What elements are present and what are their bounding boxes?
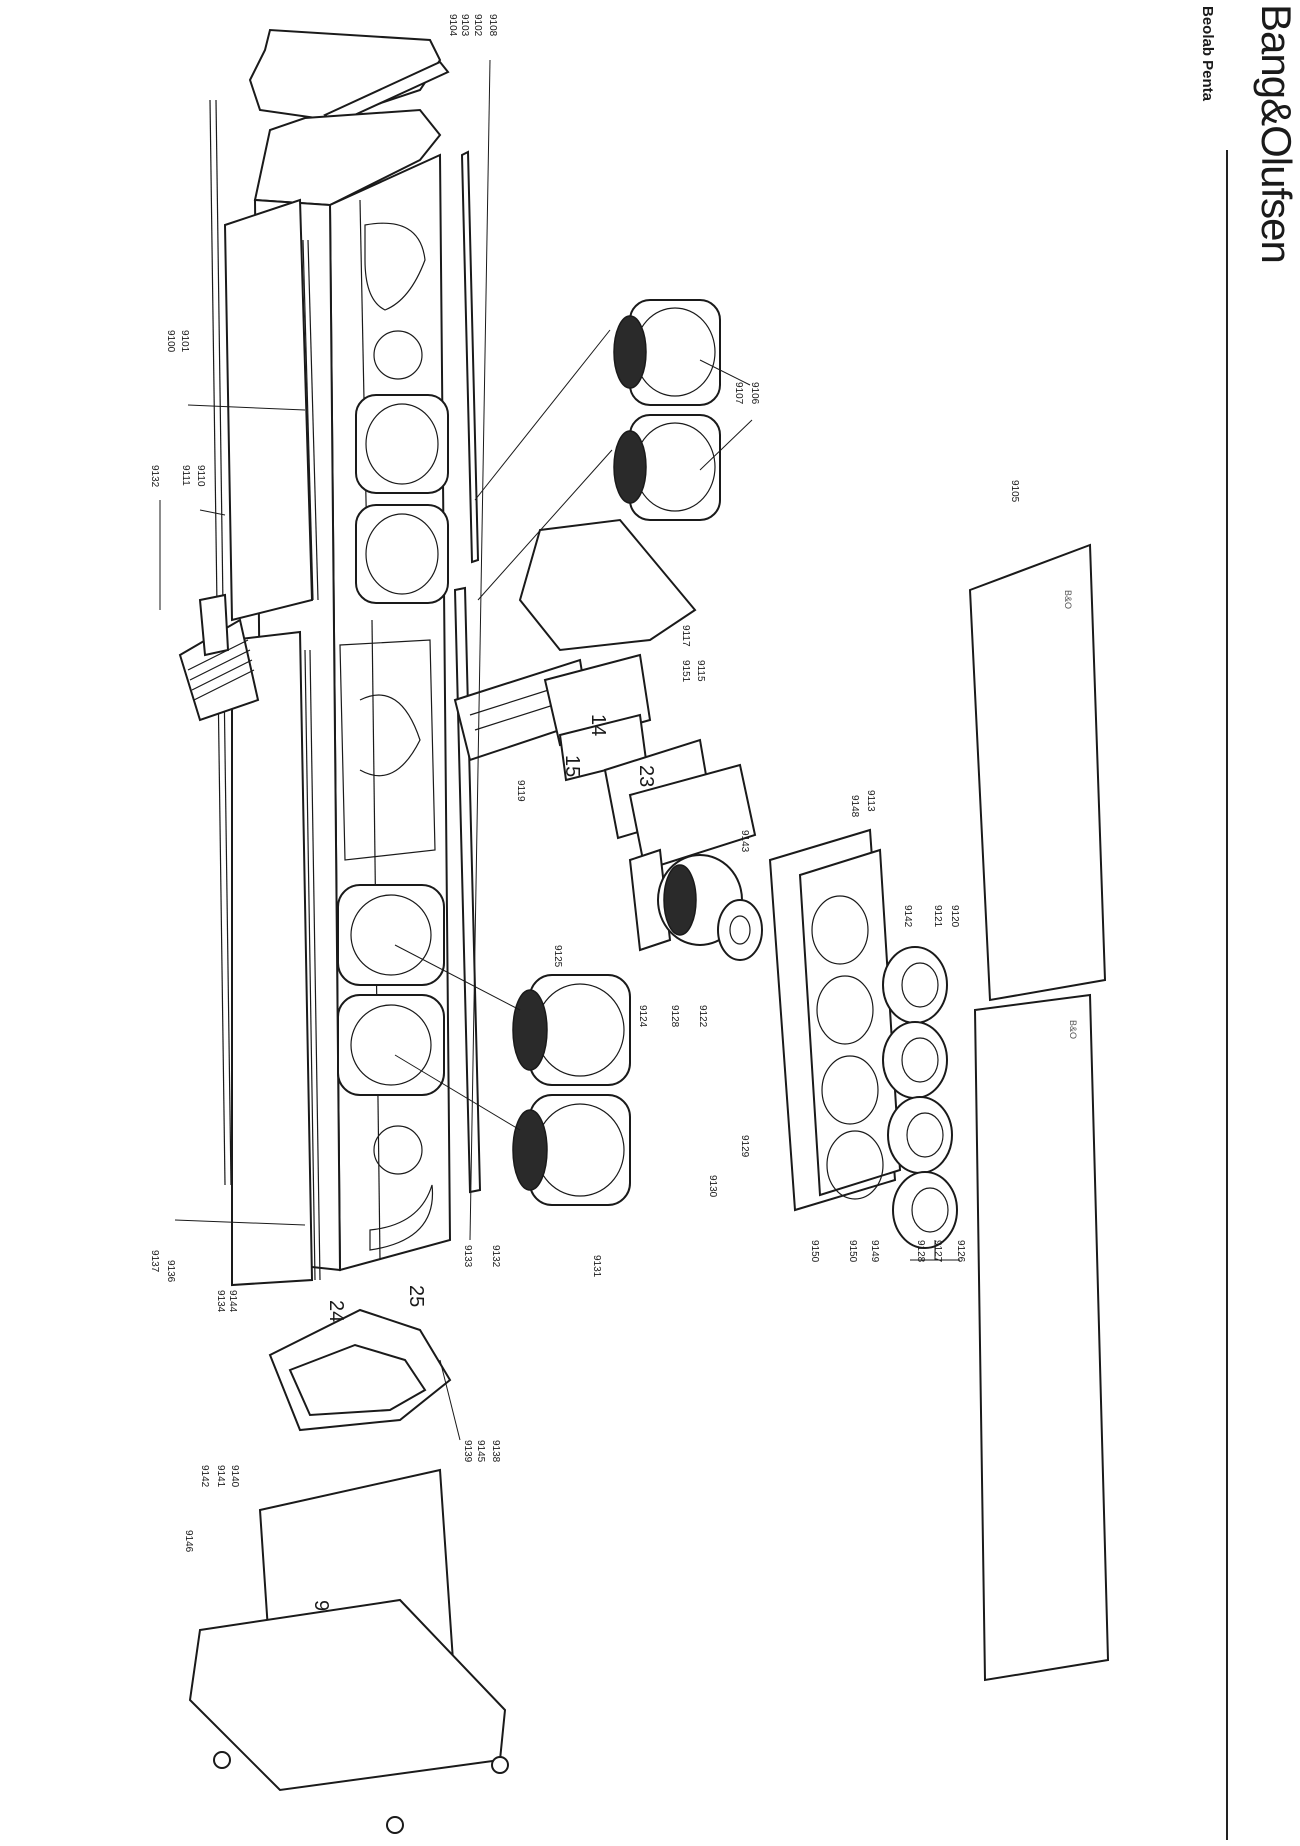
pn-label: 9110: [195, 465, 206, 487]
pn-label: 9138: [490, 1440, 501, 1463]
pn-label: 9143: [739, 830, 750, 853]
pn-label: 9139: [462, 1440, 473, 1463]
pn-label: 9134: [215, 1290, 226, 1313]
pn-label: 9111: [180, 465, 191, 486]
pn-label: 9107: [733, 382, 744, 405]
pn-label: 9106: [749, 382, 760, 405]
tweeters: [882, 946, 958, 1249]
pn-label: 9128: [915, 1240, 926, 1263]
pn-label: 9104: [447, 14, 458, 37]
svg-text:B&O: B&O: [1063, 590, 1073, 609]
midrange-unit: [628, 848, 763, 961]
top-cap: [248, 28, 450, 207]
sub-23: 14: [587, 714, 609, 736]
pcb-assembly: 14 15 23: [453, 653, 757, 872]
pn-label: 9132: [149, 465, 160, 488]
sub-14: 24: [325, 1300, 347, 1322]
side-panels: [209, 99, 482, 1287]
pn-label: 9124: [637, 1005, 648, 1028]
pn-label: 9102: [472, 14, 483, 37]
pn-label: 9103: [459, 14, 470, 37]
pn-label: 9113: [865, 790, 876, 812]
part-number-callouts: 9108 9102 9103 9104 9100 9101 9110 9111 …: [149, 14, 1020, 1553]
pn-label: 9150: [847, 1240, 858, 1263]
grilles: B&O B&O: [968, 543, 1110, 1682]
pn-label: 9132: [490, 1245, 501, 1268]
pn-label: 9129: [739, 1135, 750, 1158]
header-rule: [1226, 150, 1228, 1840]
pn-label: 9122: [697, 1005, 708, 1028]
pn-label: 9151: [680, 660, 691, 683]
pn-label: 9105: [1009, 480, 1020, 503]
pn-label: 9127: [932, 1240, 943, 1263]
pn-label: 9142: [199, 1465, 210, 1488]
tweeter-frame: [768, 828, 902, 1212]
pentagon-plate: [518, 518, 697, 652]
leader-lines: [159, 59, 960, 1441]
amplifier-heatsink: [178, 593, 260, 722]
pn-label: 9142: [902, 905, 913, 928]
pn-label: 9137: [149, 1250, 160, 1273]
pn-label: 9136: [165, 1260, 176, 1283]
pn-label: 9148: [849, 795, 860, 818]
pn-label: 9126: [955, 1240, 966, 1263]
upper-drivers: [474, 299, 721, 601]
pn-label: 9141: [215, 1465, 226, 1488]
pn-label: 9117: [680, 625, 691, 647]
pn-label: 9144: [227, 1290, 238, 1313]
pn-label: 9149: [869, 1240, 880, 1263]
pn-label: 9131: [591, 1255, 602, 1278]
pn-label: 9125: [552, 945, 563, 968]
sub-24: 15: [561, 755, 583, 777]
pn-label: 9121: [932, 905, 943, 928]
pn-label: 9115: [695, 660, 706, 682]
base-assembly: 90 24 25: [188, 1285, 509, 1834]
pn-label: 9133: [462, 1245, 473, 1268]
pn-label: 9120: [949, 905, 960, 928]
pn-label: 9128: [669, 1005, 680, 1028]
pn-label: 9146: [183, 1530, 194, 1553]
pn-label: 9100: [165, 330, 176, 353]
pn-label: 9145: [475, 1440, 486, 1463]
pn-label: 9101: [179, 330, 190, 353]
svg-text:B&O: B&O: [1068, 1020, 1078, 1039]
sub-25: 23: [635, 765, 657, 787]
pn-label: 9108: [487, 14, 498, 37]
lower-drivers: [394, 944, 631, 1206]
pn-label: 9130: [707, 1175, 718, 1198]
pn-label: 9119: [515, 780, 526, 802]
sub-15: 25: [405, 1285, 427, 1307]
pn-label: 9140: [229, 1465, 240, 1488]
pn-label: 9150: [809, 1240, 820, 1263]
